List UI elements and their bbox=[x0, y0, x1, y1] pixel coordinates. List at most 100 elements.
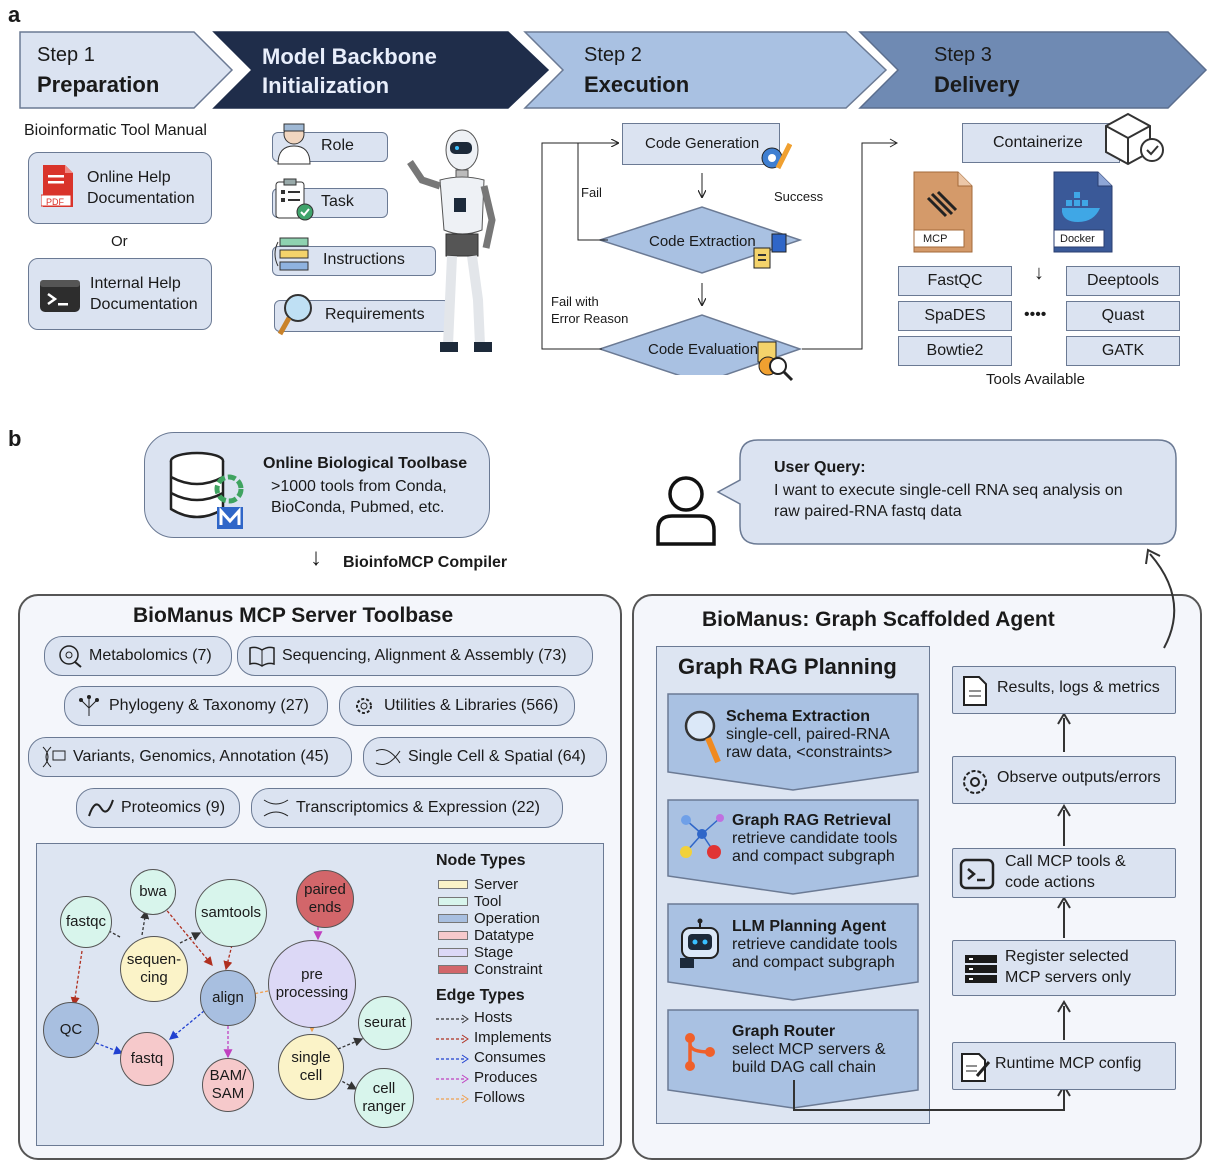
online-help-line1: Online Help bbox=[87, 169, 171, 186]
tool-bowtie2: Bowtie2 bbox=[898, 336, 1012, 366]
rag-chevrons bbox=[667, 693, 919, 1109]
step-3-chevron bbox=[858, 31, 1208, 109]
dna-helix-icon bbox=[375, 749, 401, 765]
rag-step-title: Schema Extraction bbox=[726, 708, 871, 725]
query-bubble bbox=[716, 439, 1177, 545]
rag-planning-title: Graph RAG Planning bbox=[678, 654, 897, 679]
node-paired-ends-label: paired ends bbox=[304, 881, 346, 916]
edit-document-icon bbox=[961, 1053, 991, 1082]
category-label: Transcriptomics & Expression (22) bbox=[296, 799, 540, 816]
exec-step-line2: code actions bbox=[1005, 874, 1095, 891]
online-toolbase-line1: >1000 tools from Conda, bbox=[271, 478, 447, 495]
evaluation-icon bbox=[757, 341, 794, 382]
category-label: Sequencing, Alignment & Assembly (73) bbox=[282, 647, 567, 664]
step-1-title: Preparation bbox=[37, 72, 160, 97]
online-toolbase-title: Online Biological Toolbase bbox=[263, 455, 468, 472]
tree-icon bbox=[79, 695, 99, 716]
legend-swatch-constraint bbox=[438, 965, 468, 974]
scientist-icon bbox=[277, 123, 311, 165]
tool-fastqc: FastQC bbox=[898, 266, 1012, 296]
router-branch-icon bbox=[685, 1033, 715, 1071]
node-single-line2: cell bbox=[299, 1067, 323, 1084]
node-sequencing-line1: sequen- bbox=[126, 951, 182, 968]
tool-manual-title: Bioinformatic Tool Manual bbox=[24, 122, 207, 139]
legend-swatch-server bbox=[438, 880, 468, 889]
mcp-file-icon bbox=[913, 171, 973, 253]
rag-step-line1: single-cell, paired-RNA bbox=[726, 726, 890, 743]
magnifier-icon bbox=[277, 294, 312, 336]
category-label: Variants, Genomics, Annotation (45) bbox=[73, 748, 329, 765]
to-delivery-arrow bbox=[862, 138, 899, 148]
robot-agent-icon bbox=[680, 918, 719, 968]
exec-runtime-config: Runtime MCP config bbox=[952, 1042, 1176, 1090]
node-cellranger-line2: ranger bbox=[362, 1098, 406, 1115]
protein-icon bbox=[88, 799, 114, 817]
user-query-line2: raw paired-RNA fastq data bbox=[774, 503, 962, 520]
online-toolbase-box: Online Biological Toolbase >1000 tools f… bbox=[144, 432, 490, 538]
docker-file-icon bbox=[1053, 171, 1113, 253]
node-pre-line1: pre bbox=[301, 966, 323, 983]
rag-step-line2: and compact subgraph bbox=[732, 848, 895, 865]
exec-observe: Observe outputs/errors bbox=[952, 756, 1176, 804]
internal-help-line1: Internal Help bbox=[90, 275, 181, 292]
graph-network-icon bbox=[680, 814, 724, 859]
exec-step-line1: Call MCP tools & bbox=[1005, 853, 1126, 870]
legend-edge-follows bbox=[436, 1094, 469, 1104]
server-rack-icon bbox=[965, 955, 997, 983]
category-label: Utilities & Libraries (566) bbox=[384, 697, 559, 714]
search-icon bbox=[684, 710, 721, 764]
containerize-label: Containerize bbox=[993, 134, 1083, 151]
step-3-title: Delivery bbox=[934, 72, 1020, 97]
internal-help-line2: Documentation bbox=[90, 296, 198, 313]
task-label: Task bbox=[321, 193, 354, 210]
step-3-number: Step 3 bbox=[934, 44, 992, 66]
step-backbone-title-1: Model Backbone bbox=[262, 44, 437, 69]
docker-label: Docker bbox=[1060, 233, 1095, 245]
legend-swatch-datatype bbox=[438, 931, 468, 940]
category-transcriptomics: Transcriptomics & Expression (22) bbox=[251, 788, 563, 828]
user-query-title: User Query: bbox=[774, 459, 866, 476]
node-qc: QC bbox=[43, 1002, 99, 1058]
rag-step-line1: select MCP servers & bbox=[732, 1041, 886, 1058]
legend-swatch-stage bbox=[438, 948, 468, 957]
document-icon bbox=[963, 676, 987, 706]
rag-step-line2: and compact subgraph bbox=[732, 954, 895, 971]
requirements-label: Requirements bbox=[325, 306, 425, 323]
node-bam-sam: BAM/ SAM bbox=[202, 1058, 254, 1112]
graph-edges bbox=[70, 906, 364, 1090]
node-single-line1: single bbox=[291, 1049, 331, 1066]
step-backbone-title-2: Initialization bbox=[262, 73, 390, 98]
execution-flow-lines bbox=[541, 115, 870, 375]
node-sequencing-line2: cing bbox=[140, 969, 168, 986]
rag-step-line1: retrieve candidate tools bbox=[732, 936, 898, 953]
gear-icon bbox=[356, 698, 372, 714]
legend-label-stage: Stage bbox=[474, 944, 514, 961]
tools-dots: •••• bbox=[1024, 306, 1047, 323]
agent-title: BioManus: Graph Scaffolded Agent bbox=[702, 608, 1055, 631]
rag-step-schema: Schema Extraction single-cell, paired-RN… bbox=[726, 708, 892, 762]
user-icon bbox=[656, 476, 716, 546]
rag-step-llm: LLM Planning Agent retrieve candidate to… bbox=[732, 918, 897, 972]
mcp-label: MCP bbox=[923, 233, 948, 245]
book-icon bbox=[249, 646, 275, 667]
exec-call-tools: Call MCP tools & code actions bbox=[952, 848, 1176, 898]
metabolomics-icon bbox=[59, 645, 82, 668]
dna-monitor-icon bbox=[42, 746, 66, 768]
legend-label-tool: Tool bbox=[474, 893, 502, 910]
category-utilities: Utilities & Libraries (566) bbox=[339, 686, 575, 726]
category-label: Proteomics (9) bbox=[121, 799, 226, 816]
category-metabolomics: Metabolomics (7) bbox=[44, 636, 232, 676]
exec-step-line1: Runtime MCP config bbox=[995, 1055, 1142, 1072]
code-extraction-label: Code Extraction bbox=[649, 233, 756, 250]
pdf-icon bbox=[41, 165, 73, 207]
rag-step-title: LLM Planning Agent bbox=[732, 918, 887, 935]
pdf-label: PDF bbox=[46, 197, 64, 207]
category-single-cell: Single Cell & Spatial (64) bbox=[363, 737, 607, 777]
tools-available-label: Tools Available bbox=[986, 371, 1085, 388]
down-arrow-glyph: ↓ bbox=[1034, 262, 1044, 284]
online-help-line2: Documentation bbox=[87, 190, 195, 207]
server-toolbase-title: BioManus MCP Server Toolbase bbox=[133, 604, 454, 627]
category-sequencing: Sequencing, Alignment & Assembly (73) bbox=[237, 636, 593, 676]
code-generation-label: Code Generation bbox=[645, 135, 760, 152]
refresh-gear-icon bbox=[963, 770, 987, 794]
